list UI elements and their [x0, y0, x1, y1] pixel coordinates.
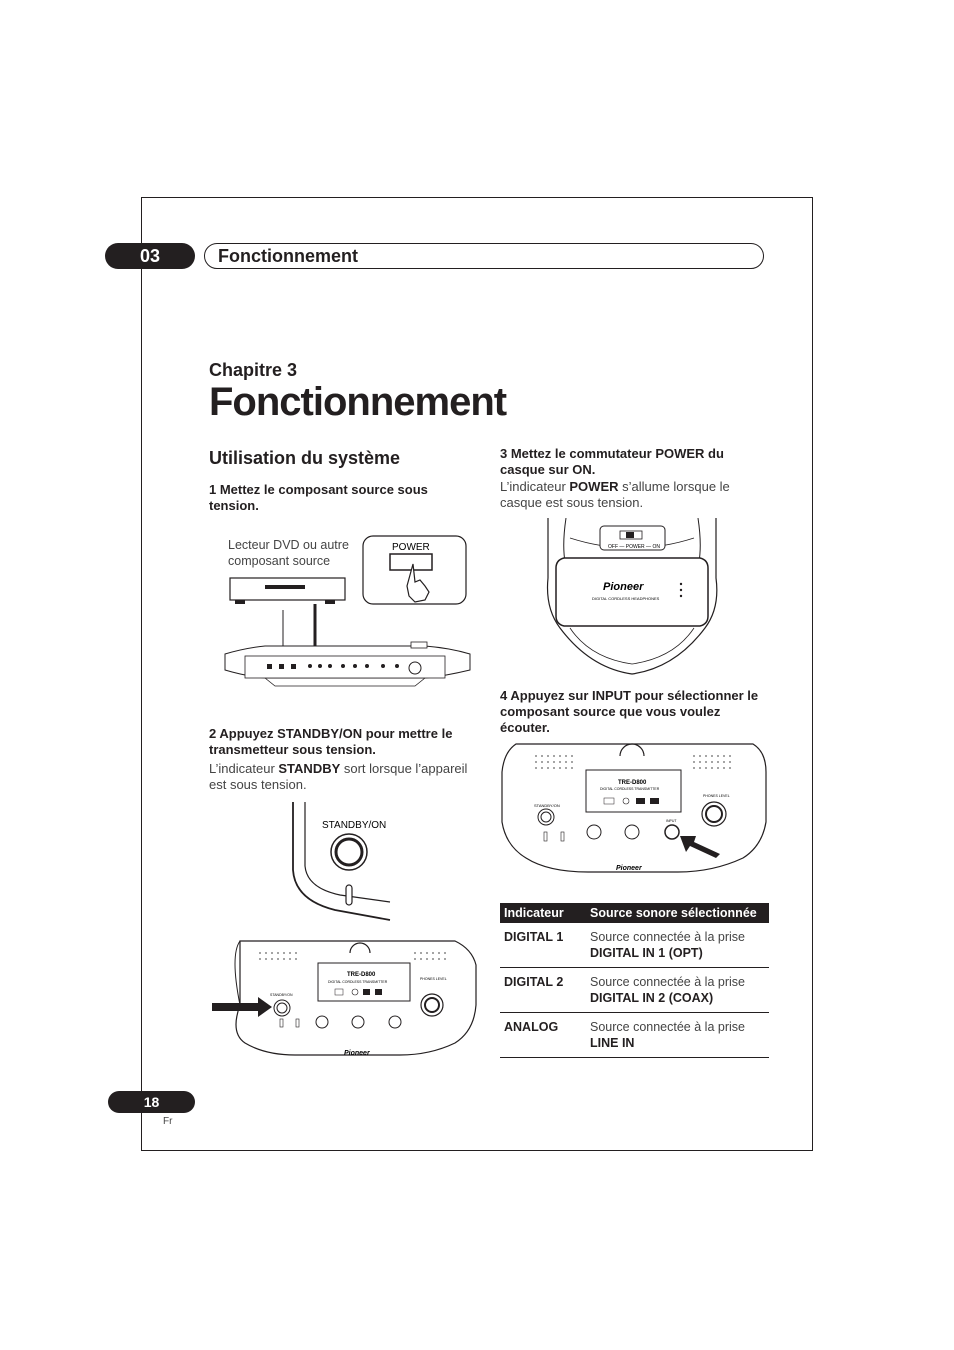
- arrow-right-icon: [212, 997, 272, 1017]
- svg-text:Pioneer: Pioneer: [344, 1050, 371, 1057]
- svg-text:PHONES LEVEL: PHONES LEVEL: [420, 977, 447, 981]
- language-label: Fr: [163, 1116, 173, 1127]
- arrow-left-icon: [680, 836, 720, 858]
- fig1-source-and-transmitter-illustration: POWER: [224, 535, 471, 687]
- step-1-title: 1 Mettez le composant source sous tensio…: [209, 482, 428, 513]
- step-3-title: 3 Mettez le commutateur POWER du casque …: [500, 446, 724, 477]
- step-2-text: L’indicateur STANDBY sort lorsque l’appa…: [209, 761, 468, 792]
- table-cell-indicator: ANALOG: [500, 1012, 586, 1058]
- step-3-text: L’indicateur POWER s’allume lorsque le c…: [500, 479, 730, 510]
- svg-text:DIGITAL CORDLESS HEADPHONES: DIGITAL CORDLESS HEADPHONES: [592, 596, 660, 601]
- input-button-icon: [664, 824, 680, 840]
- svg-text:STANDBY/ON: STANDBY/ON: [534, 803, 560, 808]
- chapter-label: Chapitre 3: [209, 360, 298, 380]
- chapter-title: Fonctionnement: [209, 380, 507, 424]
- table-header-source: Source sonore sélectionnée: [586, 903, 769, 923]
- svg-text:Pioneer: Pioneer: [616, 865, 643, 872]
- svg-text:Pioneer: Pioneer: [603, 581, 644, 593]
- table-cell-indicator: DIGITAL 2: [500, 967, 586, 1013]
- indicator-table-container: Indicateur Source sonore sélectionnée DI…: [500, 903, 769, 1058]
- section-title: Utilisation du système: [209, 448, 401, 468]
- fig1-caption-line2: composant source: [228, 554, 331, 568]
- table-header-indicator: Indicateur: [500, 903, 586, 923]
- page-number-badge: 18: [108, 1091, 195, 1113]
- svg-text:TRE-D800: TRE-D800: [347, 972, 376, 978]
- indicator-table: Indicateur Source sonore sélectionnée DI…: [500, 903, 769, 1058]
- step-2-title: 2 Appuyez STANDBY/ON pour mettre le tran…: [209, 726, 453, 757]
- svg-text:DIGITAL CORDLESS TRANSMITTER: DIGITAL CORDLESS TRANSMITTER: [600, 787, 660, 791]
- hand-press-icon: [406, 563, 430, 603]
- step-4-title: 4 Appuyez sur INPUT pour sélectionner le…: [500, 688, 759, 735]
- svg-text:STANDBY/ON: STANDBY/ON: [270, 993, 293, 997]
- chapter-number-badge: 03: [105, 243, 195, 269]
- svg-text:PHONES LEVEL: PHONES LEVEL: [703, 794, 730, 798]
- chapter-header-title: Fonctionnement: [218, 246, 358, 266]
- fig2-standby-label: STANDBY/ON: [322, 820, 386, 831]
- svg-text:INPUT: INPUT: [666, 819, 677, 823]
- fig4-transmitter-input-illustration: TRE-D800 DIGITAL CORDLESS TRANSMITTER ST…: [501, 743, 767, 873]
- chapter-title-bar: [204, 243, 764, 269]
- fig3-headphones-illustration: OFF — POWER — ON Pioneer DIGITAL CORDLES…: [546, 518, 718, 675]
- svg-text:DIGITAL CORDLESS TRANSMITTER: DIGITAL CORDLESS TRANSMITTER: [328, 980, 388, 984]
- fig1-power-label: POWER: [392, 542, 430, 553]
- svg-text:TRE-D800: TRE-D800: [618, 780, 647, 786]
- table-cell-indicator: DIGITAL 1: [500, 923, 586, 968]
- page-frame: [141, 197, 813, 1151]
- fig2-transmitter-illustration: TRE-D800 DIGITAL CORDLESS TRANSMITTER ST…: [212, 940, 477, 1057]
- svg-text:OFF — POWER — ON: OFF — POWER — ON: [608, 544, 660, 550]
- fig2-standby-closeup-illustration: STANDBY/ON: [292, 802, 391, 921]
- fig1-caption-line1: Lecteur DVD ou autre: [228, 538, 349, 552]
